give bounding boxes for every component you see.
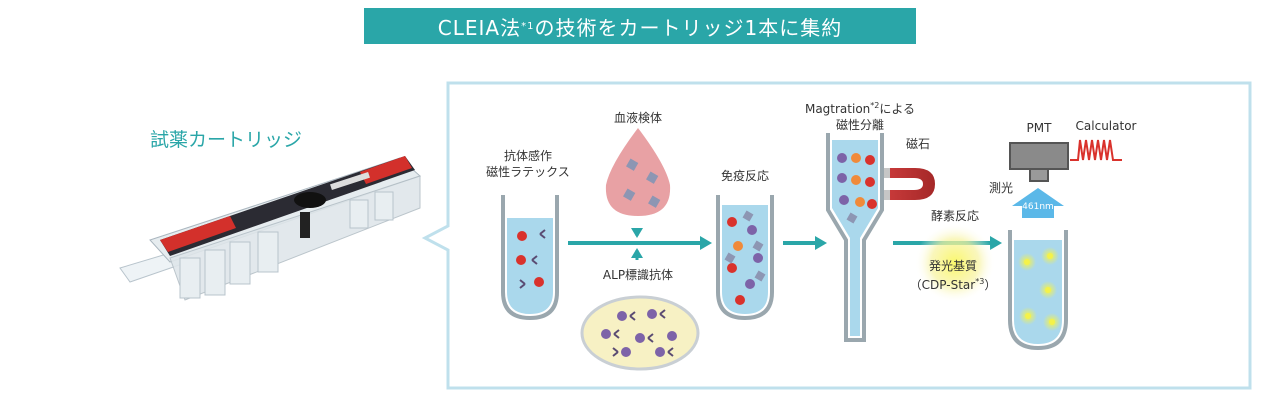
- luminescent-glow: [915, 223, 995, 303]
- tube-antibody-latex: [501, 195, 559, 321]
- tube-luminescence: [1008, 230, 1068, 351]
- label-antibody-line2: 磁性ラテックス: [486, 165, 570, 179]
- label-alp-antibody: ALP標識抗体: [602, 268, 674, 282]
- callout-frame: [421, 81, 1252, 390]
- calculator-signal-icon: [1070, 139, 1122, 161]
- label-magtration: Magtration*2による 磁性分離: [790, 98, 930, 133]
- pmt-detector-icon: [1009, 142, 1069, 182]
- reagent-cartridge-image: [119, 156, 421, 301]
- label-pmt: PMT: [1026, 121, 1052, 135]
- banner-prefix: CLEIA法: [437, 15, 522, 40]
- label-calculator: Calculator: [1075, 119, 1137, 133]
- label-enzyme-reaction: 酵素反応: [930, 209, 979, 223]
- label-blood-sample: 血液検体: [613, 111, 662, 125]
- label-substrate-sup: *3: [975, 277, 985, 286]
- label-antibody-latex: 抗体感作 磁性ラテックス: [478, 148, 578, 180]
- label-substrate-line1: 発光基質: [928, 259, 977, 273]
- label-magnet: 磁石: [905, 137, 930, 151]
- cartridge-label: 試薬カートリッジ: [150, 129, 303, 151]
- magtration-tip: [826, 133, 935, 342]
- label-substrate-close: ）: [984, 278, 997, 292]
- banner-footnote-1: *1: [521, 20, 535, 32]
- magnet-icon: [888, 168, 935, 200]
- label-immune-reaction: 免疫反応: [720, 169, 769, 183]
- label-mag-line2: 磁性分離: [835, 118, 884, 132]
- label-mag-line1b: による: [879, 102, 916, 116]
- label-measure: 測光: [988, 181, 1013, 195]
- label-mag-sup: *2: [870, 101, 880, 110]
- label-substrate: 発光基質 （CDP-Star*3）: [898, 258, 1008, 293]
- label-substrate-line2: （CDP-Star: [909, 278, 976, 292]
- blood-drop: [605, 128, 671, 216]
- label-mag-line1: Magtration: [804, 102, 871, 116]
- label-wavelength: 461nm: [1022, 202, 1054, 212]
- tube-immune-reaction: [716, 195, 774, 321]
- light-arrow: [1012, 188, 1064, 218]
- label-antibody-line1: 抗体感作: [503, 149, 552, 163]
- banner-suffix: の技術をカートリッジ1本に集約: [534, 15, 843, 40]
- alp-antibody-dish: [580, 295, 700, 371]
